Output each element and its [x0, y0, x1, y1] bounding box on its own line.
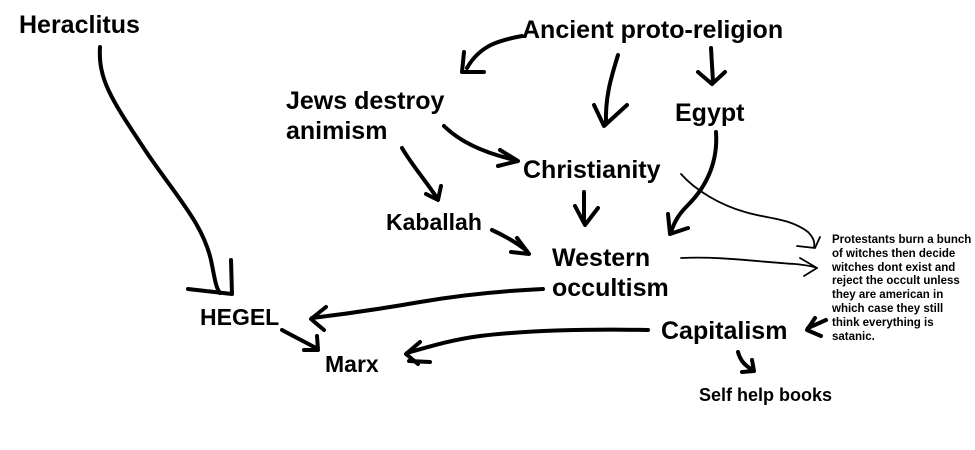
arrowhead-western-left	[509, 236, 531, 256]
arrow-ancient-to-christianity	[603, 53, 620, 126]
arrow-jews-to-christianity	[442, 124, 517, 162]
arrowhead-protestants-lower	[799, 257, 818, 277]
arrowhead-jews	[460, 50, 486, 74]
arrow-western-to-hegel	[310, 287, 545, 320]
arrow-hegel-to-marx	[280, 328, 318, 350]
arrowhead-western-top	[573, 204, 600, 227]
arrow-capitalism-to-selfhelp	[736, 350, 755, 372]
arrowhead-hegel-right	[309, 305, 328, 332]
arrow-ancient-to-jews	[465, 34, 524, 70]
node-western-occultism: Western occultism	[552, 243, 669, 303]
arrow-capitalism-to-marx	[405, 327, 650, 355]
arrow-kaballah-to-western	[490, 228, 529, 253]
node-hegel: HEGEL	[200, 304, 280, 330]
node-protestants-note: Protestants burn a bunch of witches then…	[832, 234, 972, 343]
marx-underline-mark	[407, 359, 432, 364]
arrow-western-to-protestants	[680, 256, 818, 269]
arrow-ancient-to-egypt	[709, 46, 715, 84]
arrow-egypt-to-western	[669, 130, 719, 234]
node-jews-destroy-animism: Jews destroy animism	[286, 86, 444, 146]
arrowhead-western-right	[666, 212, 690, 236]
node-western-line-1: Western	[552, 244, 651, 272]
node-jews-line-2: animism	[286, 117, 388, 145]
arrowhead-selfhelp	[740, 358, 756, 374]
node-self-help-books: Self help books	[699, 385, 833, 405]
arrow-heraclitus-to-hegel	[97, 45, 222, 295]
arrowhead-capitalism-right	[805, 316, 823, 338]
arrow-christianity-to-protestants	[680, 173, 816, 248]
node-kaballah: Kaballah	[386, 209, 482, 235]
arrow-jews-to-kaballah	[400, 146, 439, 200]
node-jews-line-1: Jews destroy	[286, 87, 445, 115]
arrowhead-christianity-left	[496, 148, 520, 168]
arrowhead-christianity-top	[592, 103, 629, 128]
node-heraclitus: Heraclitus	[19, 11, 140, 39]
node-western-line-2: occultism	[552, 274, 669, 302]
arrowhead-hegel-top	[186, 258, 234, 296]
arrowhead-kaballah	[424, 184, 443, 202]
arrowhead-marx	[302, 334, 320, 352]
node-egypt: Egypt	[675, 99, 745, 127]
arrowhead-protestants-upper	[796, 236, 821, 249]
node-marx: Marx	[325, 351, 379, 377]
node-christianity: Christianity	[523, 156, 661, 184]
arrowhead-egypt	[696, 70, 727, 86]
node-capitalism: Capitalism	[661, 317, 788, 345]
node-ancient-proto-religion: Ancient proto-religion	[522, 16, 784, 44]
